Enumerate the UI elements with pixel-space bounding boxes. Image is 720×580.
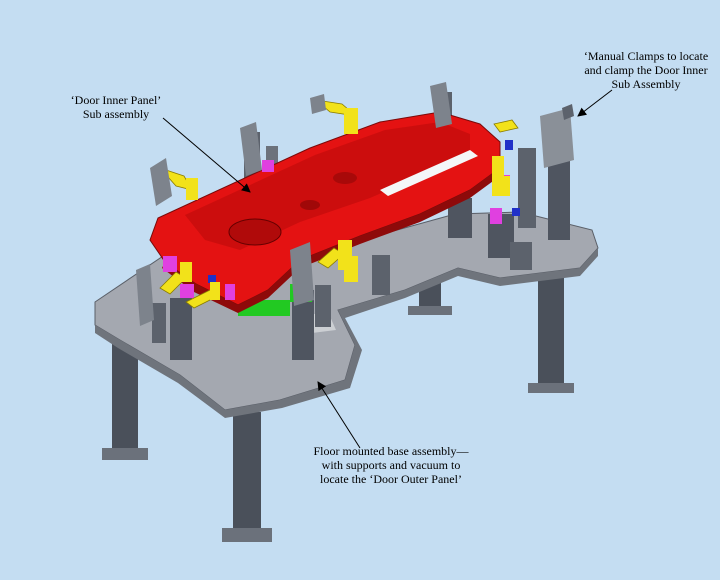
callout-door-inner-panel: ‘Door Inner Panel’ Sub assembly: [70, 93, 162, 121]
leader-clamps: [577, 89, 613, 117]
clamp-stands: [136, 82, 574, 326]
clamp-front-left-2: [185, 282, 220, 309]
door-inner-panel: [149, 111, 501, 313]
leader-inner-panel: [162, 117, 251, 193]
blue-locators: [208, 140, 520, 283]
clamp-rear-right: [492, 119, 519, 196]
clamp-rear-middle: [314, 99, 358, 134]
callout-floor-base: Floor mounted base assembly— with suppor…: [313, 444, 469, 486]
leg-front-left: [102, 335, 148, 460]
leg-back-right: [528, 270, 574, 393]
leader-base: [317, 381, 361, 449]
callout-manual-clamps: ‘Manual Clamps to locate and clamp the D…: [583, 49, 709, 91]
leg-front-center: [222, 412, 272, 542]
manual-clamps: [158, 99, 519, 309]
clamp-front-left-1: [159, 262, 192, 295]
clamp-front-right: [317, 240, 358, 282]
leader-lines: [162, 89, 613, 449]
floor-legs: [102, 270, 574, 542]
